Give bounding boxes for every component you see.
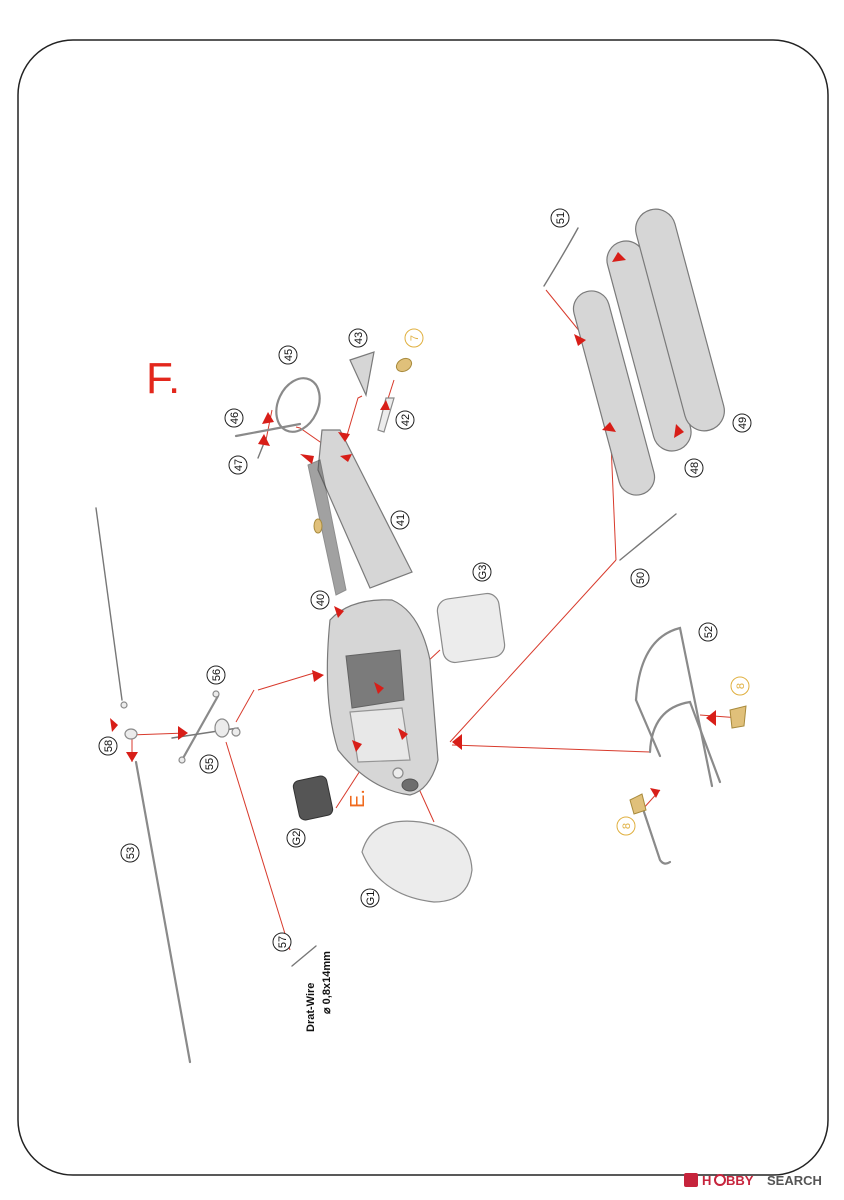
svg-text:50: 50 xyxy=(635,572,647,584)
svg-text:42: 42 xyxy=(400,414,412,426)
callout-pe8b: 8 xyxy=(616,816,636,836)
callout-55: 55 xyxy=(199,754,219,774)
callout-49: 49 xyxy=(732,413,752,433)
callout-45: 45 xyxy=(278,345,298,365)
svg-text:G3: G3 xyxy=(477,565,489,580)
svg-text:8: 8 xyxy=(621,823,633,829)
part-g2-window xyxy=(292,775,334,821)
watermark-badge-icon xyxy=(684,1173,698,1187)
part-50-rod xyxy=(619,513,677,561)
page-frame xyxy=(17,39,829,1176)
watermark-brand-bby: BBY xyxy=(726,1173,754,1188)
svg-text:51: 51 xyxy=(555,212,567,224)
wire-note-line1: Drat-Wire xyxy=(305,983,317,1032)
callout-57: 57 xyxy=(272,932,292,952)
svg-text:43: 43 xyxy=(353,332,365,344)
part-43-fin xyxy=(349,351,375,397)
callout-g2: G2 xyxy=(286,828,306,848)
svg-text:46: 46 xyxy=(229,412,241,424)
callout-pe8a: 8 xyxy=(730,676,750,696)
callout-58: 58 xyxy=(98,736,118,756)
svg-text:58: 58 xyxy=(103,740,115,752)
svg-text:52: 52 xyxy=(703,626,715,638)
part-42-strut xyxy=(377,397,395,433)
svg-text:57: 57 xyxy=(277,936,289,948)
callout-g1: G1 xyxy=(360,888,380,908)
wire-note-line2: ⌀ 0,8x14mm xyxy=(321,951,333,1014)
svg-text:7: 7 xyxy=(409,335,421,341)
callout-52: 52 xyxy=(698,622,718,642)
callout-40: 40 xyxy=(310,590,330,610)
callout-g3: G3 xyxy=(472,562,492,582)
callout-53: 53 xyxy=(120,843,140,863)
arrowheads xyxy=(110,252,716,798)
watermark-brand-search: SEARCH xyxy=(767,1173,822,1188)
part-53-rod xyxy=(95,507,192,1064)
callout-46: 46 xyxy=(224,408,244,428)
svg-text:56: 56 xyxy=(211,669,223,681)
callout-48: 48 xyxy=(684,458,704,478)
photo-etch-7-piece xyxy=(395,357,413,373)
step-title: F. xyxy=(146,354,180,403)
svg-text:49: 49 xyxy=(737,417,749,429)
photo-etch-8a-piece xyxy=(729,705,747,729)
callout-42: 42 xyxy=(395,410,415,430)
part-48-49-floats xyxy=(572,208,725,496)
callout-51: 51 xyxy=(550,208,570,228)
part-51-bracket xyxy=(543,227,579,287)
photo-etch-8b-piece xyxy=(629,793,647,815)
watermark: H BBY SEARCH xyxy=(684,1173,822,1188)
sub-step-label: E. xyxy=(347,789,369,808)
watermark-brand-h: H xyxy=(702,1173,711,1188)
callout-56: 56 xyxy=(206,665,226,685)
svg-text:45: 45 xyxy=(283,349,295,361)
part-52-skid xyxy=(634,626,722,865)
callout-43: 43 xyxy=(348,328,368,348)
svg-text:55: 55 xyxy=(204,758,216,770)
callout-47: 47 xyxy=(228,455,248,475)
svg-text:41: 41 xyxy=(395,514,407,526)
part-41-tail-boom xyxy=(307,429,413,596)
svg-text:8: 8 xyxy=(735,683,747,689)
svg-text:53: 53 xyxy=(125,847,137,859)
callout-41: 41 xyxy=(390,510,410,530)
part-57-pin xyxy=(291,945,317,967)
watermark-o-icon xyxy=(714,1174,726,1186)
callout-pe7: 7 xyxy=(404,328,424,348)
svg-text:48: 48 xyxy=(689,462,701,474)
svg-text:G2: G2 xyxy=(291,831,303,846)
part-g1-canopy xyxy=(361,820,473,903)
callout-50: 50 xyxy=(630,568,650,588)
svg-text:G1: G1 xyxy=(365,891,377,906)
part-58-hub xyxy=(124,728,138,740)
svg-text:40: 40 xyxy=(315,594,327,606)
wire-note: Drat-Wire ⌀ 0,8x14mm xyxy=(305,951,333,1032)
part-g3-window xyxy=(436,592,506,664)
svg-text:47: 47 xyxy=(233,459,245,471)
